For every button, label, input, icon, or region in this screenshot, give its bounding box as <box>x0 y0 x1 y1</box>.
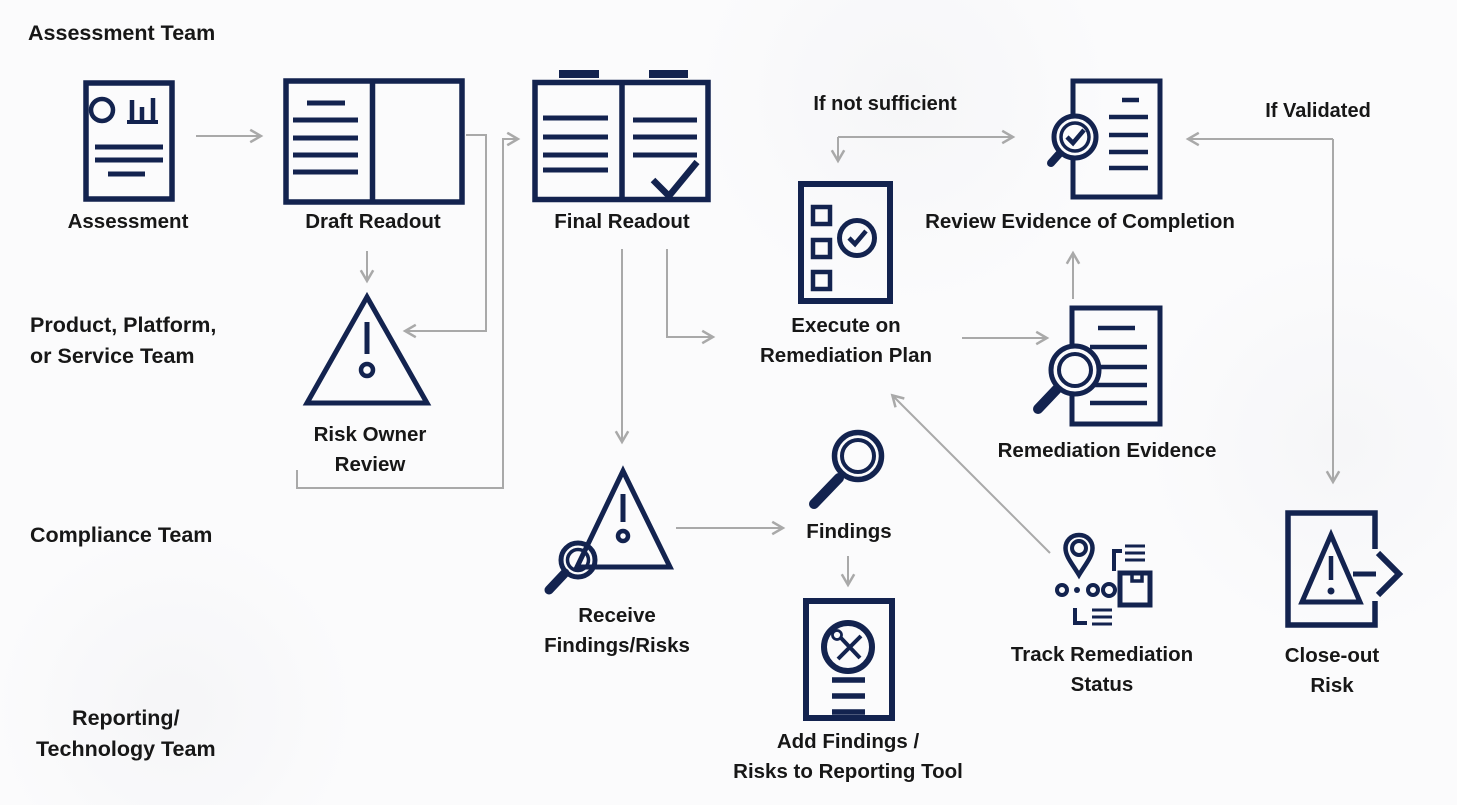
risk-exit-icon <box>1283 505 1408 635</box>
connector-risk-owner-review-to-final-readout <box>296 131 521 489</box>
warning-triangle-icon <box>302 290 433 412</box>
node-label-draft-readout: Draft Readout <box>305 210 441 233</box>
connector-track-status-to-execute <box>890 393 1051 554</box>
node-label-execute-remediation-plan: Execute on Remediation Plan <box>759 314 933 367</box>
magnifier-icon <box>800 420 895 515</box>
node-label-findings: Findings <box>806 520 892 543</box>
connector-final-readout-to-execute <box>666 249 716 345</box>
node-label-review-evidence: Review Evidence of Completion <box>925 210 1235 233</box>
lane-label-compliance-team: Compliance Team <box>30 523 213 547</box>
connector-draft-readout-elbow-to-risk-owner-review <box>402 134 487 339</box>
node-label-remediation-evidence: Remediation Evidence <box>997 439 1217 462</box>
lane-label-assessment-team: Assessment Team <box>28 21 216 45</box>
report-document-icon <box>83 80 175 202</box>
edge-label-if-validated: If Validated <box>1265 100 1371 122</box>
node-label-track-remediation-status: Track Remediation Status <box>1010 643 1194 696</box>
document-magnifier-check-icon <box>1045 78 1165 202</box>
edge-label-if-not-sufficient: If not sufficient <box>813 93 957 115</box>
shipment-tracking-icon <box>1040 530 1160 635</box>
warning-triangle-magnifier-icon <box>540 462 695 602</box>
checklist-check-icon <box>798 181 894 305</box>
node-label-final-readout: Final Readout <box>554 210 690 233</box>
node-label-risk-owner-review: Risk Owner Review <box>313 423 427 476</box>
document-tools-icon <box>803 598 895 722</box>
node-label-close-out-risk: Close-out Risk <box>1284 644 1380 697</box>
node-label-add-findings-risks: Add Findings / Risks to Reporting Tool <box>733 730 963 783</box>
lane-label-reporting-team: Reporting/ Technology Team <box>36 706 216 761</box>
open-book-icon <box>283 78 465 205</box>
document-magnifier-icon <box>1028 303 1168 433</box>
lane-label-product-team: Product, Platform, or Service Team <box>30 313 217 368</box>
node-label-receive-findings-risks: Receive Findings/Risks <box>544 604 690 657</box>
node-label-assessment: Assessment <box>67 210 189 233</box>
open-book-check-icon <box>531 68 715 206</box>
